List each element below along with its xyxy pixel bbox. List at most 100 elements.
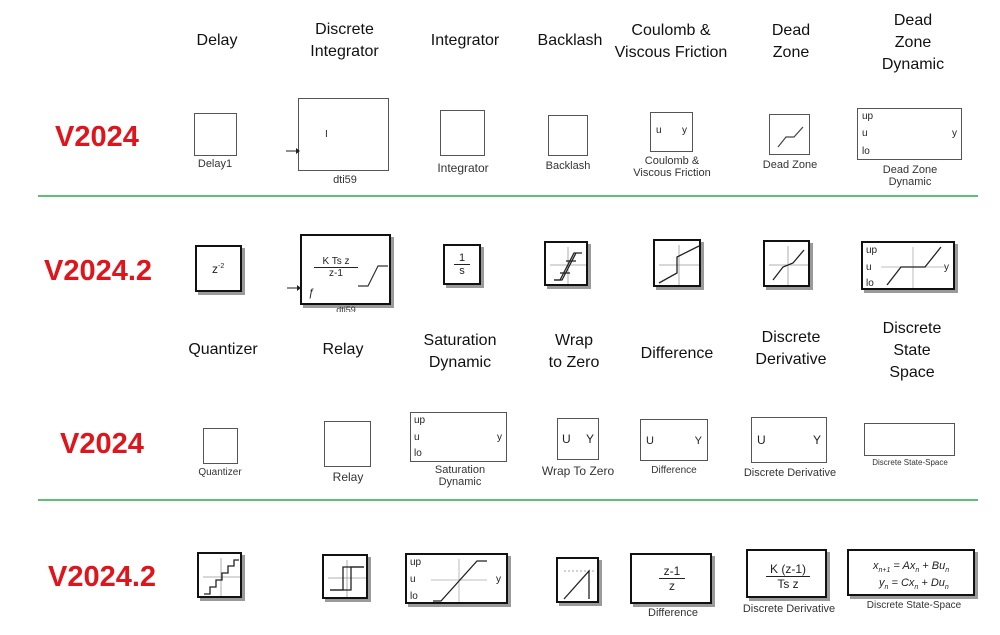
wrap-to-zero-block-v2024[interactable]: U Y <box>557 418 599 460</box>
input-arrow-icon <box>287 285 301 291</box>
separator-top <box>38 195 978 197</box>
dead-zone-dynamic-curve-icon <box>881 246 945 288</box>
quantizer-caption: Quantizer <box>198 467 242 478</box>
dti-fraction: K Ts z z-1 <box>314 256 358 279</box>
eq-sub: n <box>914 584 919 592</box>
header-discrete-derivative: Discrete Derivative <box>746 327 836 371</box>
header-quantizer: Quantizer <box>188 341 258 358</box>
port-label: U <box>562 432 571 446</box>
coulomb-caption: Coulomb & Viscous Friction <box>620 155 724 179</box>
eq-y: y <box>879 577 885 589</box>
difference-block-v2024-2[interactable]: z-1 z <box>630 553 712 604</box>
wrap-to-zero-caption: Wrap To Zero <box>541 464 615 478</box>
caption-line: Saturation <box>434 464 486 476</box>
quantizer-block-v2024-2[interactable] <box>197 552 242 598</box>
eq-sub: n <box>884 584 889 592</box>
version-label-row4: V2024.2 <box>48 561 157 593</box>
header-line: Integrator <box>310 43 379 60</box>
eq-tail: + Bu <box>919 560 946 572</box>
relay-block-v2024[interactable] <box>324 421 371 467</box>
eq-tail: + Du <box>918 577 945 589</box>
port-label: I <box>325 129 328 140</box>
dead-zone-dynamic-block-v2024-2[interactable]: up u lo y <box>861 241 955 290</box>
header-wrap-to-zero: Wrap to Zero <box>537 330 611 374</box>
dead-zone-curve-icon <box>777 126 804 148</box>
port-label: U <box>646 435 654 447</box>
header-delay: Delay <box>196 32 238 49</box>
header-line: Discrete <box>315 21 374 38</box>
coulomb-block-v2024[interactable]: u y <box>650 112 693 152</box>
discrete-derivative-block-v2024[interactable]: U Y <box>751 417 827 463</box>
saturation-dynamic-block-v2024[interactable]: up u lo y <box>410 412 507 462</box>
integrator-block-v2024[interactable] <box>440 110 485 156</box>
eq-sub: n <box>915 567 920 575</box>
difference-block-v2024[interactable]: U Y <box>640 419 708 461</box>
port-label: y <box>952 128 957 139</box>
quantizer-block-v2024[interactable] <box>203 428 238 464</box>
delay-expression: z-2 <box>212 262 224 276</box>
header-dead-zone: Dead Zone <box>758 20 824 64</box>
dead-zone-block-v2024-2[interactable] <box>763 240 810 287</box>
port-label: up <box>862 111 874 122</box>
discrete-integrator-caption-clipped: dti59 <box>336 306 356 312</box>
header-line: Zone <box>772 44 810 61</box>
state-space-equation-1: xn+1 = Axn + Bun <box>873 560 949 574</box>
backlash-block-v2024-2[interactable] <box>544 241 588 286</box>
state-space-equation-2: yn = Cxn + Dun <box>879 577 949 591</box>
relay-curve-icon <box>328 560 366 597</box>
difference-denominator: z <box>669 579 675 593</box>
header-line: Dynamic <box>428 354 492 371</box>
port-label: u <box>656 125 662 136</box>
dead-zone-dynamic-caption: Dead Zone Dynamic <box>860 164 960 188</box>
discrete-integrator-block-v2024-2[interactable]: K Ts z z-1 ƒ <box>300 234 391 305</box>
dead-zone-caption: Dead Zone <box>762 159 818 171</box>
caption-line: Dynamic <box>888 176 932 188</box>
header-line: Space <box>889 364 935 381</box>
discrete-state-space-block-v2024[interactable] <box>864 423 955 456</box>
integrator-block-v2024-2[interactable]: 1 s <box>443 244 481 285</box>
discrete-state-space-block-v2024-2[interactable]: xn+1 = Axn + Bun yn = Cxn + Dun <box>847 549 975 596</box>
port-label: up <box>866 245 878 256</box>
header-dead-zone-dynamic: Dead Zone Dynamic <box>870 10 956 76</box>
port-label: lo <box>862 146 870 157</box>
relay-block-v2024-2[interactable] <box>322 554 368 599</box>
delay-caption: Delay1 <box>197 158 233 170</box>
quantizer-curve-icon <box>203 558 240 596</box>
svg-text:ƒ: ƒ <box>308 287 314 299</box>
version-label-row3: V2024 <box>60 428 144 460</box>
saturation-curve-icon <box>431 559 487 602</box>
delay-z: z <box>212 262 218 276</box>
discrete-state-space-caption-v2024-2: Discrete State-Space <box>866 600 962 611</box>
delay-block-v2024-2[interactable]: z-2 <box>195 245 242 292</box>
wrap-to-zero-block-v2024-2[interactable] <box>556 557 599 603</box>
header-line: Discrete <box>882 320 942 337</box>
delay-block-v2024[interactable] <box>194 113 237 156</box>
eq-x: x <box>873 560 879 572</box>
header-line: to Zero <box>548 354 600 371</box>
header-relay: Relay <box>322 341 364 358</box>
header-line: Dead <box>893 12 933 29</box>
eq-sub: n <box>945 567 950 575</box>
discrete-derivative-block-v2024-2[interactable]: K (z-1) Ts z <box>746 549 827 598</box>
backlash-block-v2024[interactable] <box>548 115 588 156</box>
header-line: Dynamic <box>881 56 945 73</box>
header-line: Dead <box>771 22 811 39</box>
coulomb-block-v2024-2[interactable] <box>653 239 701 287</box>
dead-zone-dynamic-block-v2024[interactable]: up u lo y <box>857 108 962 160</box>
port-label: up <box>414 415 426 426</box>
dead-zone-block-v2024[interactable] <box>769 114 810 155</box>
caption-line: Viscous Friction <box>633 167 711 179</box>
coulomb-curve-icon <box>658 245 700 285</box>
relay-caption: Relay <box>332 470 364 484</box>
port-label: y <box>497 432 502 443</box>
integrator-caption: Integrator <box>437 161 489 175</box>
header-line: Zone <box>894 34 932 51</box>
version-label-row1: V2024 <box>55 121 139 153</box>
saturation-curve-icon: ƒ <box>308 265 388 299</box>
integrator-fraction: 1 s <box>454 252 470 277</box>
discrete-integrator-block-v2024[interactable]: I <box>298 98 389 171</box>
port-label: u <box>414 432 420 443</box>
eq-rhs: = Ax <box>890 560 916 572</box>
saturation-dynamic-block-v2024-2[interactable]: up u lo y <box>405 553 508 604</box>
header-discrete-integrator: Discrete Integrator <box>297 19 392 63</box>
